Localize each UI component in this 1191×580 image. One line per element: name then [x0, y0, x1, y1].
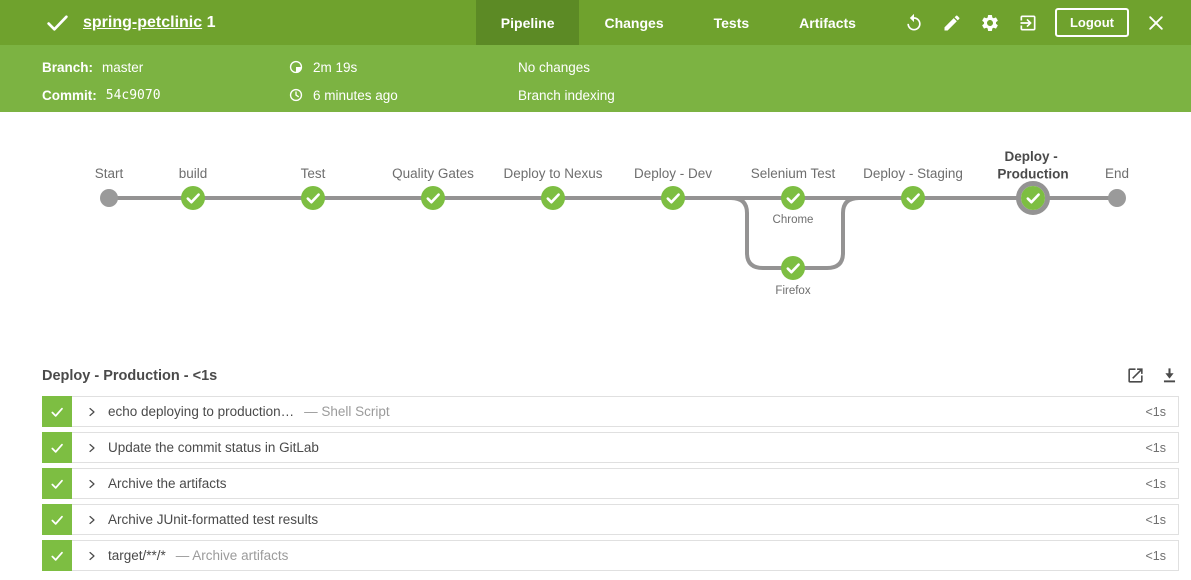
check-icon [51, 407, 63, 417]
pipeline-name-link[interactable]: spring-petclinic [83, 13, 203, 31]
steps-section: Deploy - Production - <1s echo deploying… [42, 366, 1179, 571]
branch-label-chrome: Chrome [773, 214, 814, 226]
branch-label: Branch: [42, 59, 94, 75]
step-status-success [42, 540, 72, 571]
branch-label-firefox: Firefox [775, 285, 810, 297]
branch-value: master [102, 59, 144, 75]
run-title: spring-petclinic 1 [0, 0, 215, 45]
step-row[interactable]: Archive JUnit-formatted test results <1s [42, 504, 1179, 535]
go-to-classic-button[interactable] [1009, 0, 1047, 45]
step-duration: <1s [1145, 476, 1166, 491]
step-duration: <1s [1145, 440, 1166, 455]
step-annotation: — Shell Script [304, 404, 390, 419]
clock-icon [289, 88, 303, 102]
pipeline-graph: Start build Test Quality Gates Deploy to… [0, 112, 1191, 352]
stage-label-build: build [179, 166, 208, 181]
stage-label-deploy-to-nexus: Deploy to Nexus [503, 166, 602, 181]
tab-artifacts[interactable]: Artifacts [799, 14, 856, 31]
stage-node-quality-gates[interactable] [421, 186, 445, 210]
step-name: target/**/* [108, 548, 166, 563]
step-duration: <1s [1145, 512, 1166, 527]
stage-label-deploy-production: Deploy - Production [997, 149, 1068, 182]
stage-node-test[interactable] [301, 186, 325, 210]
check-icon [51, 515, 63, 525]
rerun-button[interactable] [895, 0, 933, 45]
steps-header: Deploy - Production - <1s [42, 366, 1179, 385]
go-to-classic-icon [1020, 15, 1036, 30]
logout-button[interactable]: Logout [1054, 8, 1129, 37]
tab-pipeline[interactable]: Pipeline [475, 0, 580, 45]
step-name: echo deploying to production… [108, 404, 295, 419]
edit-button[interactable] [933, 0, 971, 45]
step-row[interactable]: Update the commit status in GitLab <1s [42, 432, 1179, 463]
changes-summary: No changes [518, 59, 591, 75]
success-check-icon [47, 15, 68, 31]
tab-changes[interactable]: Changes [604, 14, 664, 31]
chevron-right-icon [86, 514, 98, 526]
stage-label-selenium-test: Selenium Test [751, 166, 836, 181]
step-duration: <1s [1145, 404, 1166, 419]
duration-icon [289, 60, 303, 74]
edit-icon [944, 14, 960, 30]
step-name: Update the commit status in GitLab [108, 440, 319, 455]
step-row[interactable]: Archive the artifacts <1s [42, 468, 1179, 499]
toolbar: Logout [881, 0, 1191, 45]
stage-node-deploy-dev[interactable] [661, 186, 685, 210]
run-number: 1 [206, 13, 216, 31]
step-status-success [42, 468, 72, 499]
rerun-icon [907, 13, 921, 31]
stage-node-deploy-to-nexus[interactable] [541, 186, 565, 210]
step-status-success [42, 504, 72, 535]
settings-gear-icon [982, 14, 998, 31]
run-info-bar: Branch: master Commit: 54c9070 2m 19s 6 … [0, 45, 1191, 112]
step-duration: <1s [1145, 548, 1166, 563]
step-row[interactable]: echo deploying to production… — Shell Sc… [42, 396, 1179, 427]
check-icon [51, 443, 63, 453]
settings-button[interactable] [971, 0, 1009, 45]
open-in-new-icon[interactable] [1126, 366, 1145, 385]
end-node [1108, 189, 1126, 207]
check-icon [51, 551, 63, 561]
commit-value: 54c9070 [105, 87, 161, 103]
stage-node-deploy-production-selected[interactable] [1016, 181, 1050, 215]
step-status-success [42, 432, 72, 463]
branch-node-chrome[interactable] [781, 186, 805, 210]
steps-section-title: Deploy - Production - <1s [42, 367, 218, 384]
duration-value: 2m 19s [313, 59, 358, 75]
chevron-right-icon [86, 406, 98, 418]
tab-tests[interactable]: Tests [713, 14, 750, 31]
close-icon [1149, 15, 1163, 30]
tab-bar: Pipeline Changes Tests Artifacts [475, 0, 881, 45]
stage-node-build[interactable] [181, 186, 205, 210]
download-icon[interactable] [1160, 366, 1179, 385]
stage-label-quality-gates: Quality Gates [392, 166, 474, 181]
step-status-success [42, 396, 72, 427]
step-annotation: — Archive artifacts [175, 548, 289, 563]
stage-label-deploy-dev: Deploy - Dev [634, 166, 712, 181]
close-button[interactable] [1137, 0, 1175, 45]
start-node [100, 189, 118, 207]
chevron-right-icon [86, 550, 98, 562]
commit-label: Commit: [42, 87, 97, 103]
branch-node-firefox[interactable] [781, 256, 805, 280]
chevron-right-icon [86, 442, 98, 454]
stage-label-end: End [1105, 166, 1129, 181]
stage-label-start: Start [95, 166, 124, 181]
chevron-right-icon [86, 478, 98, 490]
stage-node-deploy-staging[interactable] [901, 186, 925, 210]
step-row[interactable]: target/**/* — Archive artifacts <1s [42, 540, 1179, 571]
step-name: Archive the artifacts [108, 476, 227, 491]
top-bar: spring-petclinic 1 Pipeline Changes Test… [0, 0, 1191, 45]
check-icon [51, 479, 63, 489]
completed-time: 6 minutes ago [313, 87, 398, 103]
run-cause: Branch indexing [518, 87, 615, 103]
stage-label-test: Test [301, 166, 326, 181]
stage-label-deploy-staging: Deploy - Staging [863, 166, 963, 181]
step-name: Archive JUnit-formatted test results [108, 512, 319, 527]
